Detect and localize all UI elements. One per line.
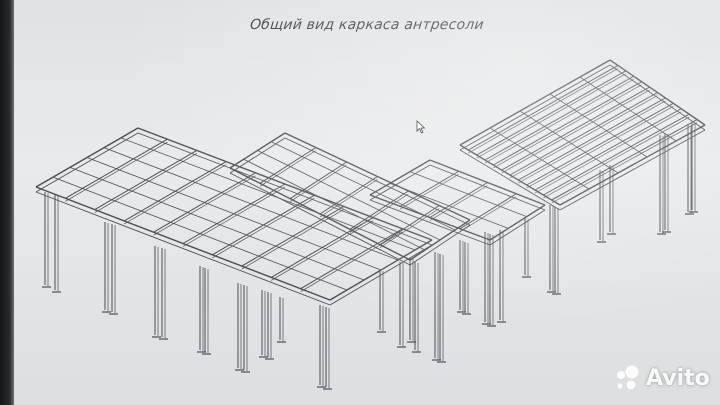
deck-beam [534, 111, 682, 194]
deck-beam [94, 153, 197, 213]
deck-beam [212, 197, 315, 259]
edge-beam [609, 64, 706, 131]
deck-joist [519, 110, 619, 174]
deck-beam [501, 89, 650, 174]
mouse-pointer-icon [416, 120, 426, 134]
deck-beam [399, 170, 460, 207]
avito-logo-icon [617, 365, 639, 390]
deck-joist [579, 76, 677, 142]
edge-beam [459, 64, 611, 151]
deck-beam [349, 193, 409, 233]
deck-beam [526, 102, 674, 186]
deck-beam [543, 113, 690, 196]
deck-beam [509, 92, 658, 176]
deck-beam [551, 122, 698, 204]
deck-beam [459, 193, 517, 230]
deck-joist [120, 137, 416, 251]
deck-beam [493, 84, 642, 169]
deck-joist [243, 158, 426, 251]
deck-joist [409, 171, 527, 218]
deck-joist [257, 150, 441, 241]
watermark-brand: Avito [646, 365, 710, 391]
deck-beam [289, 164, 347, 202]
deck-beam [65, 141, 168, 202]
edge-beam [369, 159, 431, 196]
edge-beam [429, 164, 546, 211]
deck-beam [459, 196, 517, 233]
deck-beam [182, 186, 286, 247]
deck-beam [543, 116, 690, 199]
deck-beam [476, 70, 627, 156]
edge-beam [229, 172, 411, 266]
deck-beam [429, 182, 488, 218]
edge-beam [229, 137, 286, 174]
deck-beam [124, 164, 227, 225]
deck-joist [52, 176, 348, 291]
deck-beam [501, 86, 650, 171]
deck-joist [69, 166, 365, 281]
deck-beam [509, 95, 658, 179]
deck-joist [86, 157, 382, 271]
deck-beam [271, 220, 374, 281]
deck-beam [493, 81, 642, 166]
edge-beam [489, 209, 546, 246]
deck-beam [551, 119, 698, 201]
deck-beam [468, 68, 619, 154]
deck-beam [468, 64, 619, 151]
edge-beam [284, 137, 471, 226]
deck-joist [489, 127, 590, 190]
edge-beam [369, 199, 491, 246]
deck-beam [534, 108, 682, 191]
deck-beam [379, 208, 440, 248]
deck-beam [429, 185, 488, 221]
edge-beam [459, 149, 561, 211]
deck-beam [399, 173, 459, 210]
deck-joist [549, 93, 648, 158]
deck-beam [484, 75, 634, 161]
edge-beam [35, 191, 331, 306]
edge-beam [329, 244, 433, 306]
edge-beam [459, 59, 611, 146]
deck-beam [319, 179, 378, 218]
deck-beam [526, 106, 674, 189]
deck-beam [241, 209, 344, 270]
deck-beam [518, 100, 666, 184]
edge-beam [369, 164, 431, 201]
deck-beam [484, 78, 634, 164]
deck-beam [300, 231, 403, 293]
deck-joist [389, 182, 509, 229]
monitor-bezel [0, 0, 14, 405]
watermark: Avito [612, 362, 710, 394]
deck-joist [103, 147, 399, 261]
deck-beam [259, 150, 317, 187]
deck-beam [476, 73, 627, 159]
edge-beam [137, 132, 433, 246]
edge-beam [559, 124, 706, 206]
edge-beam [35, 132, 139, 193]
edge-beam [489, 204, 546, 241]
deck-beam [518, 97, 666, 181]
edge-beam [559, 129, 706, 211]
deck-beam [153, 175, 256, 236]
